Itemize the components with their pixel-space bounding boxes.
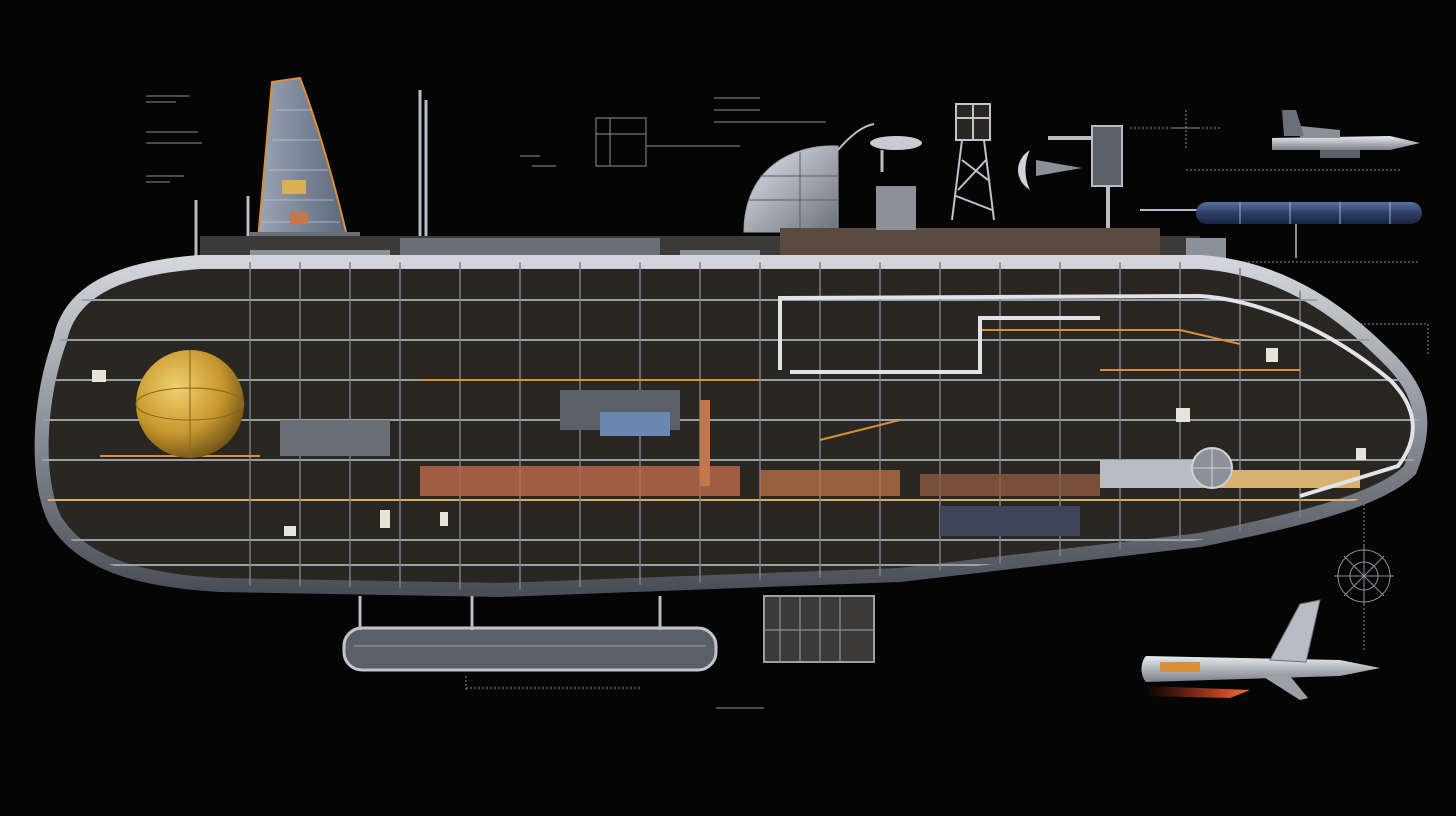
small-drone-pod: [837, 123, 922, 172]
navy-torpedo-module: [1196, 202, 1422, 258]
targeting-reticle: [1334, 546, 1394, 606]
observation-dome: [743, 145, 839, 233]
forward-sonar-globe: [1191, 447, 1233, 489]
fighter-jet: [1141, 599, 1380, 700]
lower-cargo-pod: [342, 596, 718, 672]
annotation-block-top-left: [146, 95, 202, 183]
radar-lattice-tower: [951, 103, 995, 221]
annotation-block-top-center: [520, 97, 826, 167]
escape-pod-crescent: [1018, 150, 1082, 190]
main-conduit: [778, 293, 1415, 498]
main-hull: [34, 186, 1428, 598]
antenna-masts: [194, 90, 428, 265]
control-panels: [92, 348, 1366, 536]
escort-ship-top-right: [1272, 110, 1420, 158]
engine-room-machinery: [280, 390, 1360, 536]
golden-reactor-sphere: [135, 350, 245, 458]
crane-arm: [1048, 125, 1200, 230]
lower-docking-assembly: [763, 595, 875, 663]
conning-tower-fin: [250, 76, 360, 256]
